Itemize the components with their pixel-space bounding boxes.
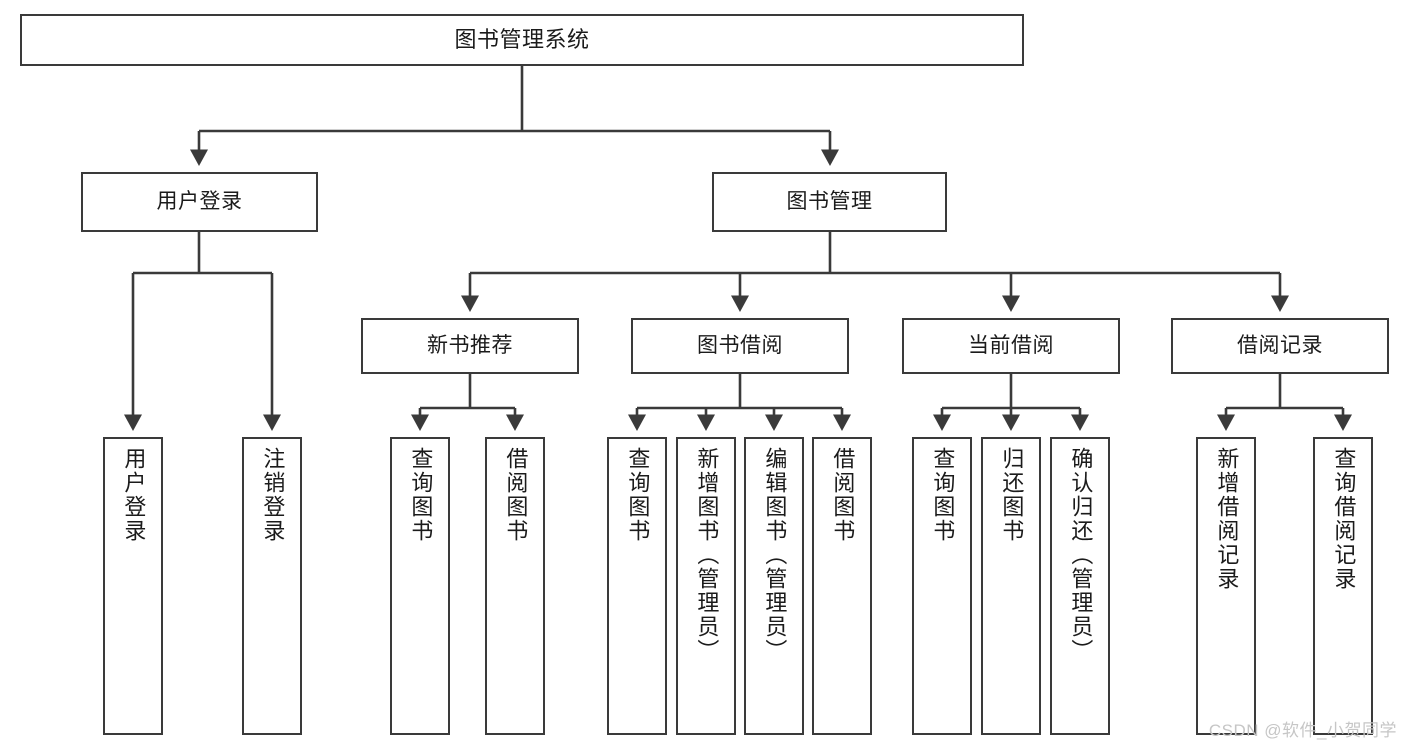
node-book-borrow-label: 图书借阅 bbox=[697, 334, 783, 358]
node-leaf-query-borrow-record-label: 查询借阅记录 bbox=[1331, 447, 1357, 591]
node-borrow-record-label: 借阅记录 bbox=[1237, 334, 1323, 358]
node-root-label: 图书管理系统 bbox=[454, 26, 590, 52]
watermark: CSDN @软件_小贺同学 bbox=[1208, 721, 1397, 740]
node-user-login[interactable]: 用户登录 bbox=[81, 172, 318, 232]
node-new-book-rec-label: 新书推荐 bbox=[427, 334, 513, 358]
node-leaf-borrow-book[interactable]: 借阅图书 bbox=[812, 437, 872, 735]
node-book-manage[interactable]: 图书管理 bbox=[712, 172, 947, 232]
node-leaf-borrow-book-label: 借阅图书 bbox=[830, 447, 856, 543]
node-leaf-return-book[interactable]: 归还图书 bbox=[981, 437, 1041, 735]
node-leaf-cur-query-book-label: 查询图书 bbox=[930, 447, 956, 543]
node-leaf-edit-book-admin[interactable]: 编辑图书（管理员） bbox=[744, 437, 804, 735]
node-leaf-add-book-admin[interactable]: 新增图书（管理员） bbox=[676, 437, 736, 735]
node-book-manage-label: 图书管理 bbox=[786, 190, 873, 214]
node-leaf-confirm-return-admin[interactable]: 确认归还（管理员） bbox=[1050, 437, 1110, 735]
node-leaf-rec-query-book-label: 查询图书 bbox=[408, 447, 434, 543]
node-current-borrow-label: 当前借阅 bbox=[968, 334, 1054, 358]
node-leaf-edit-book-admin-label: 编辑图书（管理员） bbox=[762, 447, 788, 663]
node-leaf-add-borrow-record[interactable]: 新增借阅记录 bbox=[1196, 437, 1256, 735]
node-leaf-user-login-label: 用户登录 bbox=[121, 447, 147, 543]
node-leaf-return-book-label: 归还图书 bbox=[999, 447, 1025, 543]
node-current-borrow[interactable]: 当前借阅 bbox=[902, 318, 1120, 374]
node-user-login-label: 用户登录 bbox=[156, 190, 243, 214]
node-leaf-logout[interactable]: 注销登录 bbox=[242, 437, 302, 735]
node-leaf-cur-query-book[interactable]: 查询图书 bbox=[912, 437, 972, 735]
node-leaf-add-borrow-record-label: 新增借阅记录 bbox=[1214, 447, 1240, 591]
node-leaf-confirm-return-admin-label: 确认归还（管理员） bbox=[1068, 447, 1094, 663]
node-new-book-rec[interactable]: 新书推荐 bbox=[361, 318, 579, 374]
node-leaf-rec-query-book[interactable]: 查询图书 bbox=[390, 437, 450, 735]
node-root[interactable]: 图书管理系统 bbox=[20, 14, 1024, 66]
node-leaf-borrow-query-book-label: 查询图书 bbox=[625, 447, 651, 543]
node-leaf-rec-borrow-book[interactable]: 借阅图书 bbox=[485, 437, 545, 735]
node-borrow-record[interactable]: 借阅记录 bbox=[1171, 318, 1389, 374]
node-leaf-user-login[interactable]: 用户登录 bbox=[103, 437, 163, 735]
node-leaf-logout-label: 注销登录 bbox=[260, 447, 286, 543]
node-leaf-borrow-query-book[interactable]: 查询图书 bbox=[607, 437, 667, 735]
node-leaf-rec-borrow-book-label: 借阅图书 bbox=[503, 447, 529, 543]
node-leaf-add-book-admin-label: 新增图书（管理员） bbox=[694, 447, 720, 663]
node-leaf-query-borrow-record[interactable]: 查询借阅记录 bbox=[1313, 437, 1373, 735]
node-book-borrow[interactable]: 图书借阅 bbox=[631, 318, 849, 374]
